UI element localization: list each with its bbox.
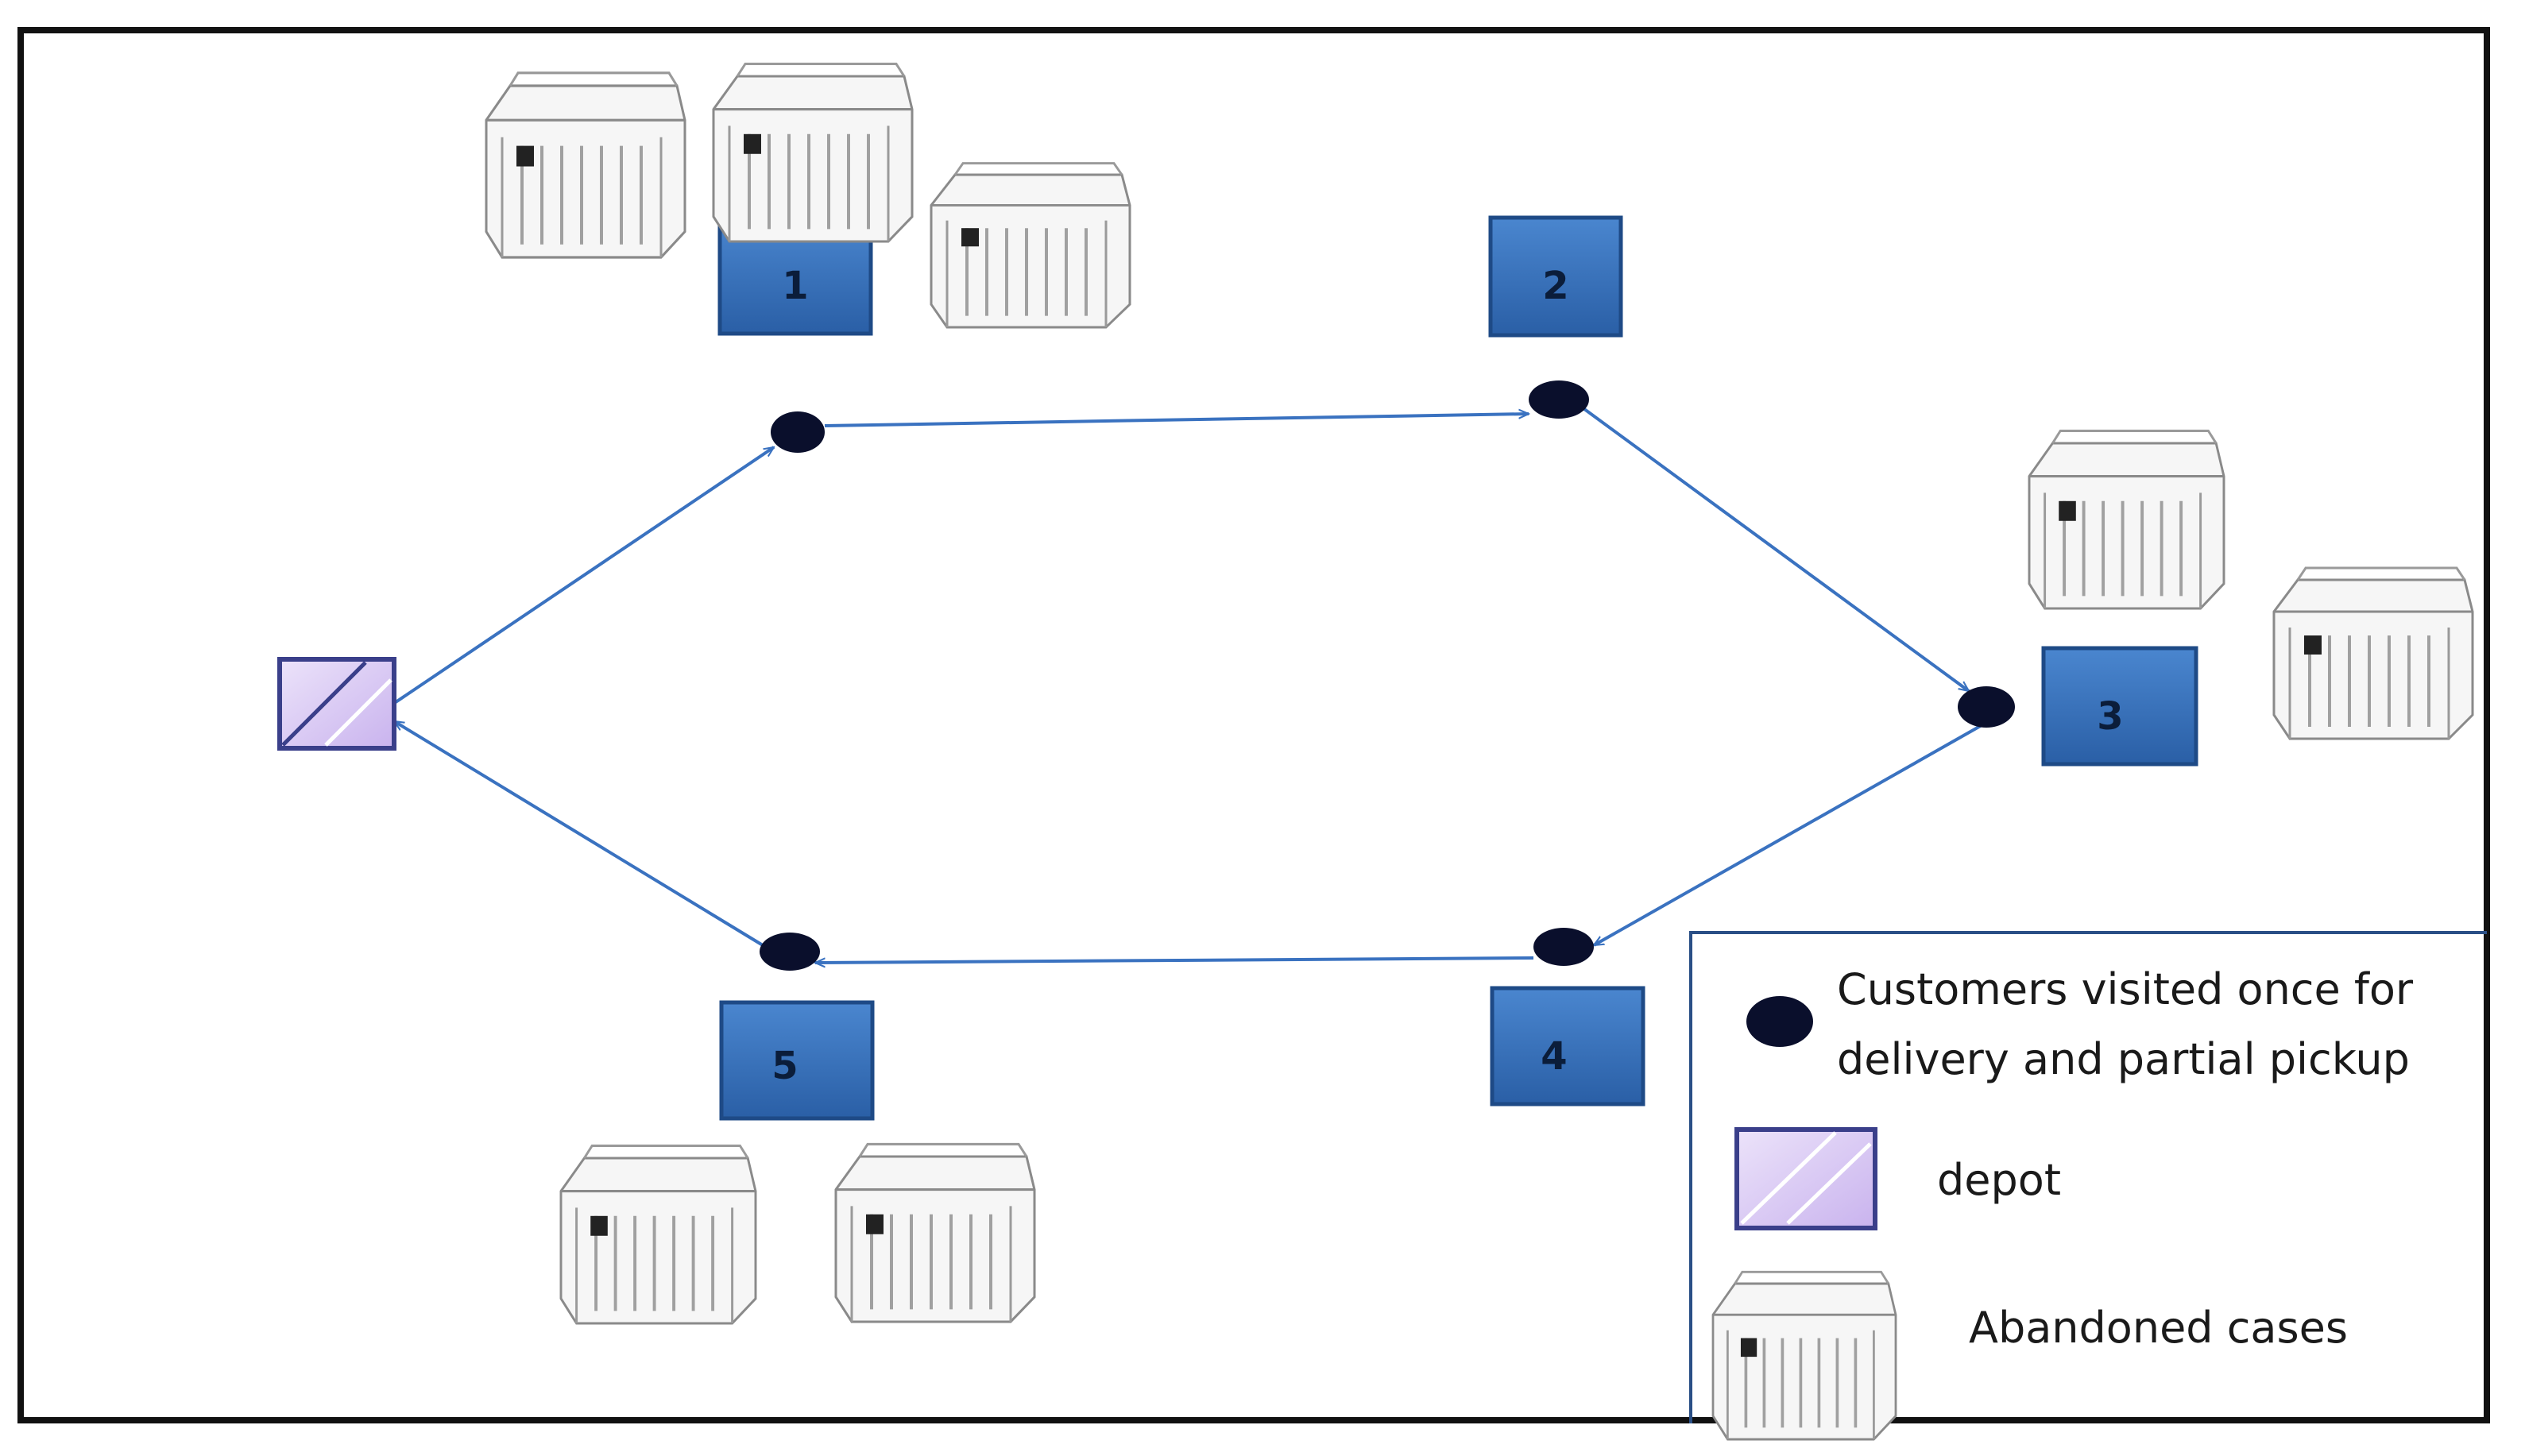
customer-box-2: 2 — [1488, 215, 1623, 338]
edge-2-3 — [1580, 405, 1969, 693]
customer-label-5: 5 — [771, 1044, 798, 1088]
crate-icon — [561, 1145, 756, 1323]
stop-dot-1 — [771, 411, 825, 453]
legend-depot-label: depot — [1937, 1155, 2061, 1205]
stop-dot-3 — [1958, 686, 2015, 728]
edge-1-2 — [824, 414, 1529, 427]
crate-icon — [930, 161, 1131, 329]
edge-5-depot — [394, 720, 764, 947]
stop-dot-2 — [1529, 380, 1589, 419]
stop-dot-4 — [1533, 928, 1594, 966]
stop-dots — [760, 380, 2015, 971]
legend-depot-swatch — [1734, 1127, 1877, 1230]
legend-crate-icon — [1711, 1270, 1897, 1441]
route-edges — [394, 405, 1984, 963]
legend-dot — [1746, 996, 1813, 1047]
customer-box-4: 4 — [1490, 986, 1645, 1106]
legend: Customers visited once for delivery and … — [1689, 931, 2487, 1441]
crate-icon — [836, 1144, 1034, 1322]
customer-box-3: 3 — [2041, 646, 2198, 767]
edge-4-5 — [815, 956, 1534, 963]
legend-customers-line2: delivery and partial pickup — [1837, 1034, 2410, 1084]
customer-box-5: 5 — [719, 1000, 875, 1121]
customer-label-4: 4 — [1541, 1034, 1567, 1079]
stop-dot-5 — [760, 933, 820, 971]
depot — [277, 657, 396, 751]
customer-label-3: 3 — [2097, 694, 2123, 739]
crate-icon — [486, 73, 685, 257]
legend-abandoned-label: Abandoned cases — [1969, 1303, 2348, 1353]
crate-icon — [713, 64, 912, 241]
legend-customers-line1: Customers visited once for — [1837, 964, 2414, 1014]
crate-icon — [2272, 566, 2474, 740]
crate-icon — [2029, 431, 2224, 608]
edge-3-4 — [1594, 723, 1984, 947]
customer-label-1: 1 — [782, 264, 808, 308]
customer-label-2: 2 — [1542, 264, 1568, 308]
edge-depot-1 — [394, 446, 774, 704]
